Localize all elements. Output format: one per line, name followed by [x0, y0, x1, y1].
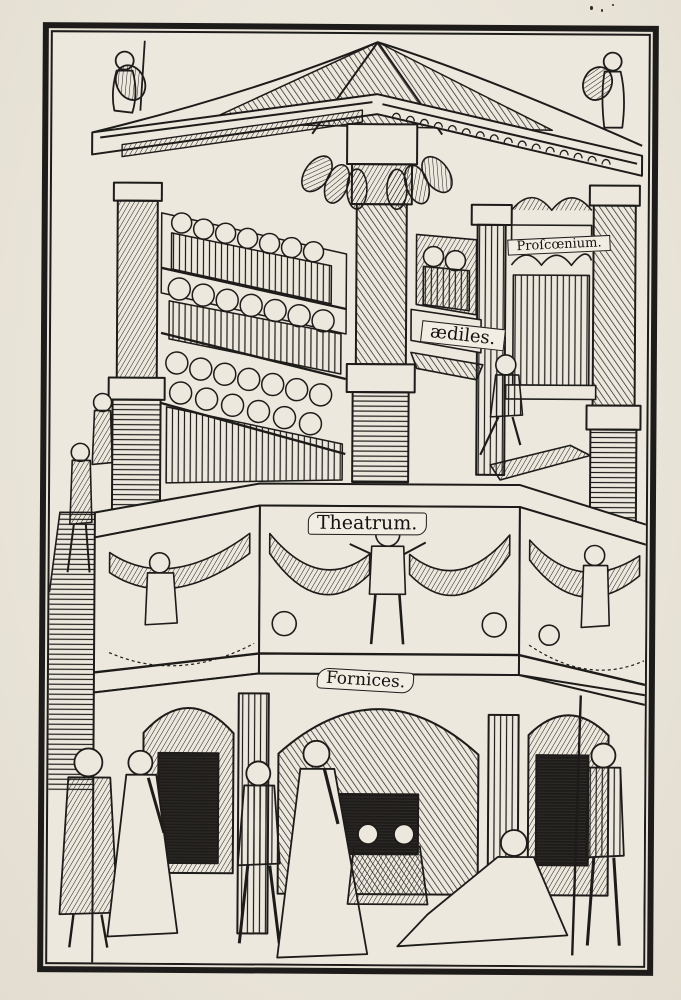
- foreground-figures: [58, 695, 625, 959]
- column-right: [585, 184, 642, 531]
- statue-left: [111, 40, 147, 114]
- left-stairs: [48, 592, 95, 793]
- ink-speck: [612, 4, 614, 6]
- label-theatrum: Theatrum.: [307, 511, 427, 536]
- theatre-woodcut-illustration: [48, 40, 651, 968]
- audience-tiers: [160, 212, 348, 484]
- statue-right: [582, 51, 625, 129]
- woodcut-image: Theatrum. Proſcœnium. ædiles. Fornices.: [45, 30, 651, 968]
- aediles-balcony: [410, 233, 484, 381]
- ink-speck: [601, 9, 603, 12]
- proscaenium: [479, 196, 597, 481]
- ink-speck: [590, 6, 593, 10]
- column-left: [107, 181, 166, 511]
- column-center: [345, 122, 419, 484]
- theatrum-frieze: [92, 482, 651, 697]
